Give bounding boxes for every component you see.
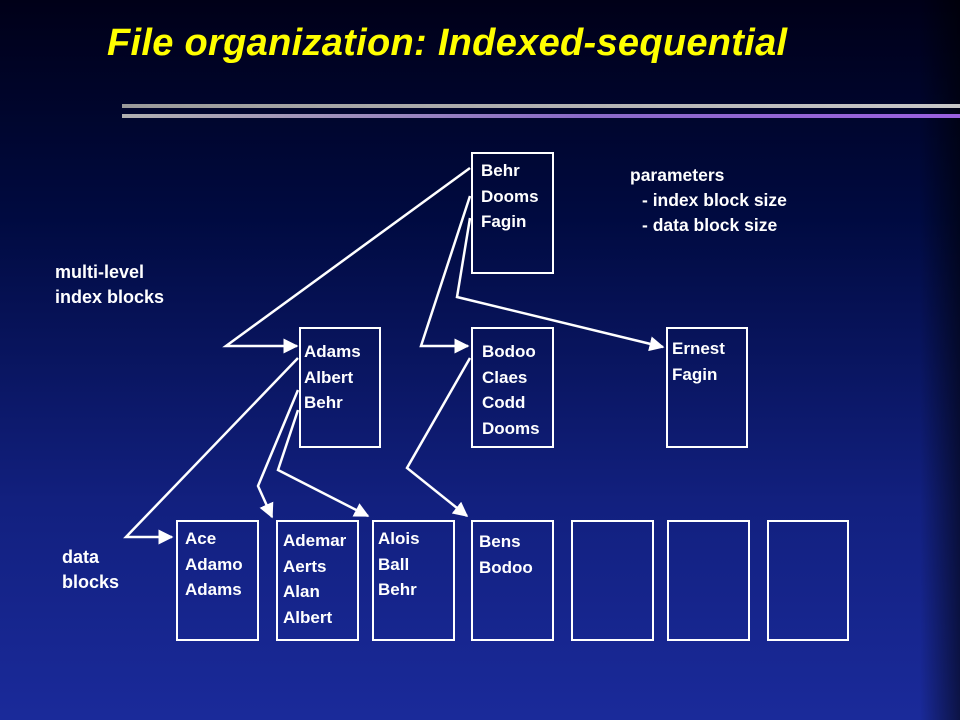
arrow-root-dooms-to-bodoo <box>419 195 472 354</box>
slide-edge-shadow <box>920 0 960 720</box>
arrow-root-behr-to-adams <box>222 166 471 354</box>
index-block-ernest-keys: Ernest Fagin <box>672 336 725 387</box>
index-key: Claes <box>482 367 528 387</box>
index-key: Albert <box>304 367 354 387</box>
data-block-4 <box>471 520 554 641</box>
data-block-2 <box>276 520 359 641</box>
index-block-bodoo-keys: Bodoo Claes Codd Dooms <box>482 339 540 441</box>
data-record: Adamo <box>185 554 243 574</box>
index-blocks-label: multi-level index blocks <box>55 260 164 310</box>
data-block-3-records: Alois Ball Behr <box>378 526 420 603</box>
index-key: Fagin <box>481 212 527 231</box>
data-block-3 <box>372 520 455 641</box>
parameter-data-block-size: - data block size <box>642 215 778 235</box>
title-rule-bottom <box>122 114 960 118</box>
index-blocks-label-line1: multi-level <box>55 262 145 282</box>
data-block-2-records: Ademar Aerts Alan Albert <box>283 528 357 630</box>
data-record: Ace <box>185 529 217 548</box>
index-key: Behr <box>304 393 343 412</box>
data-record: Alan <box>283 582 320 601</box>
index-key: Fagin <box>672 364 718 384</box>
title-rule-top <box>122 104 960 108</box>
parameters-heading: parameters <box>630 165 725 185</box>
index-key: Bodoo <box>482 342 536 361</box>
arrow-albert-to-ademar <box>256 389 300 519</box>
data-record: Bodoo <box>479 557 533 577</box>
data-record: Aerts <box>283 556 327 576</box>
data-blocks-label-line2: blocks <box>62 572 120 592</box>
parameter-index-block-size: - index block size <box>642 190 787 210</box>
index-key: Ernest <box>672 339 725 358</box>
slide-title: File organization: Indexed-sequential <box>107 22 788 64</box>
data-block-6-empty <box>667 520 750 641</box>
parameters-note: parameters - index block size - data blo… <box>630 163 787 238</box>
data-record: Albert <box>283 607 333 627</box>
index-key: Behr <box>481 161 520 180</box>
index-block-root <box>471 152 554 274</box>
index-key: Adams <box>304 342 361 361</box>
index-block-adams <box>299 327 381 448</box>
index-key: Dooms <box>482 418 540 438</box>
index-key: Dooms <box>481 186 539 206</box>
data-record: Adams <box>185 580 242 599</box>
arrow-behr-to-alois <box>276 409 370 518</box>
data-block-1-records: Ace Adamo Adams <box>185 526 243 603</box>
arrow-adams-to-ace <box>123 357 299 545</box>
data-record: Behr <box>378 580 417 599</box>
arrow-bodoo-to-bens <box>405 357 472 517</box>
index-block-root-keys: Behr Dooms Fagin <box>481 158 539 235</box>
data-block-5-empty <box>571 520 654 641</box>
data-block-4-records: Bens Bodoo <box>479 529 533 580</box>
data-record: Alois <box>378 529 420 548</box>
index-block-ernest <box>666 327 748 448</box>
index-block-bodoo <box>471 327 554 448</box>
data-record: Bens <box>479 532 521 551</box>
data-record: Ball <box>378 554 410 574</box>
data-blocks-label-line1: data <box>62 547 100 567</box>
arrow-root-fagin-to-ernest <box>455 217 665 352</box>
data-block-1 <box>176 520 259 641</box>
data-record: Ademar <box>283 531 347 550</box>
index-key: Codd <box>482 393 526 412</box>
index-blocks-label-line2: index blocks <box>55 287 165 307</box>
index-block-adams-keys: Adams Albert Behr <box>304 339 361 416</box>
data-block-7-empty <box>767 520 849 641</box>
data-blocks-label: data blocks <box>62 545 119 595</box>
